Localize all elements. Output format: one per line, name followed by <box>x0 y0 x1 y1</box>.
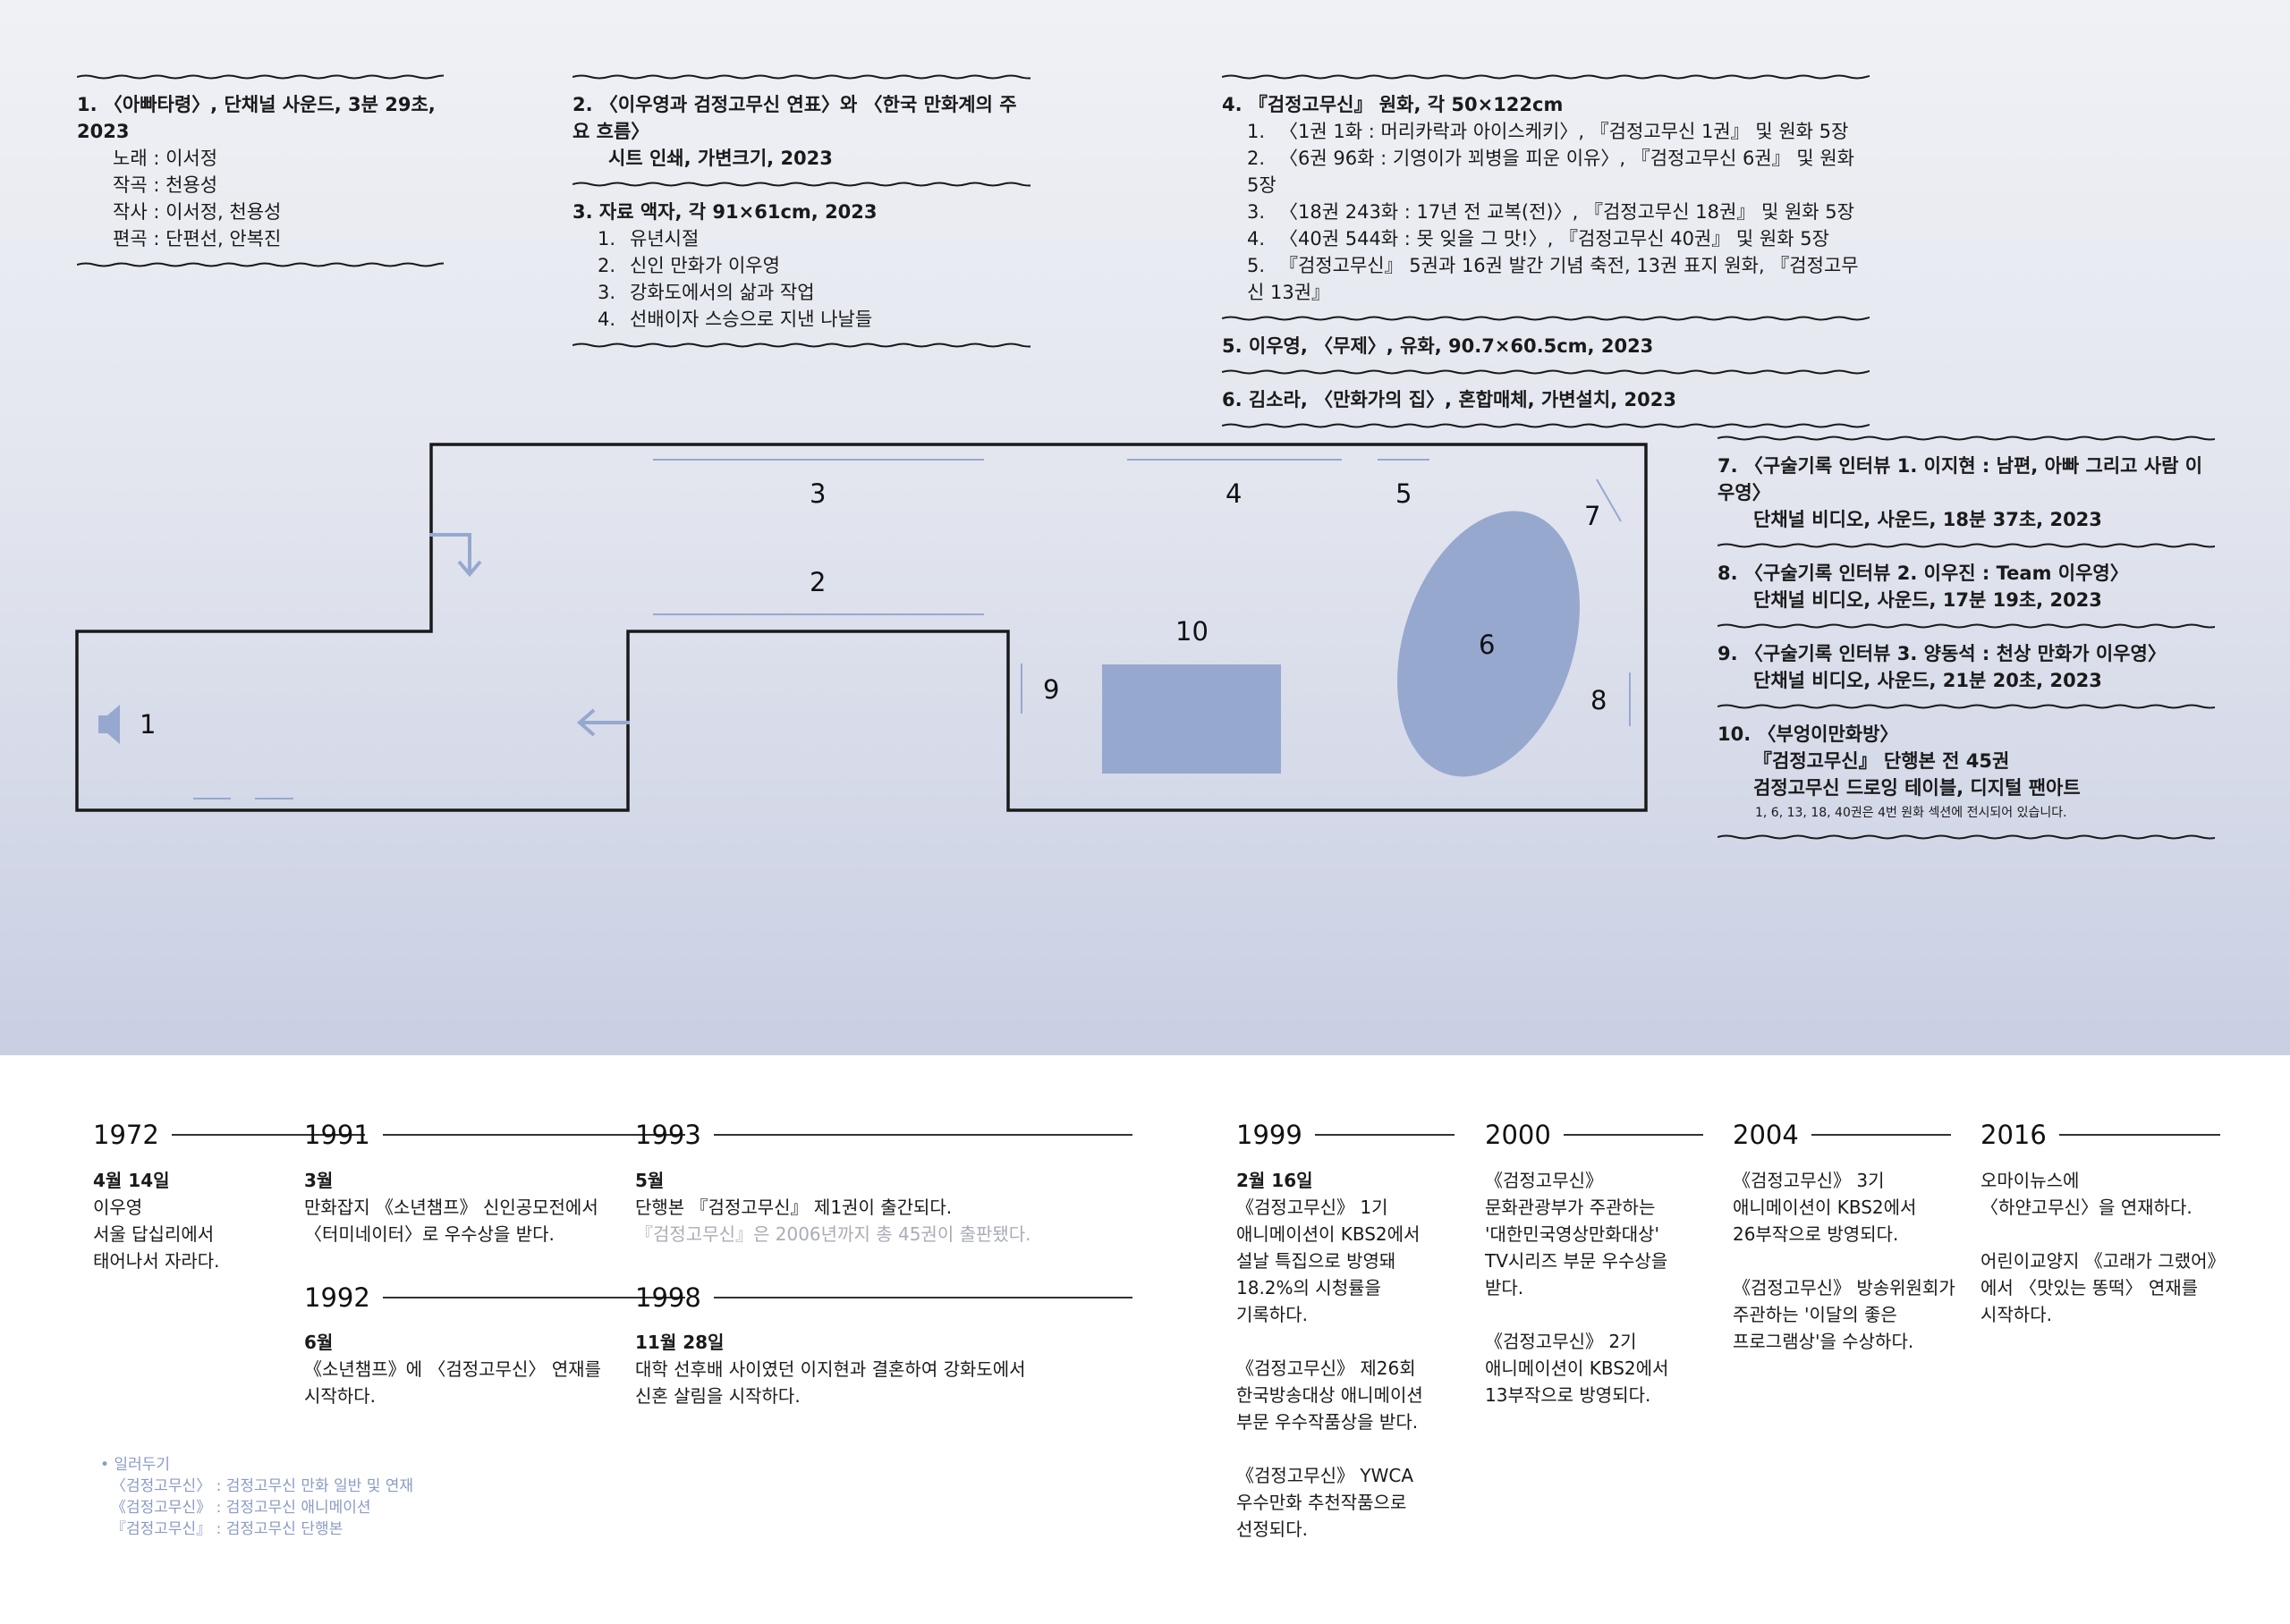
work-4-item: 2.〈6권 96화 : 기영이가 꾀병을 피운 이유〉, 『검정고무신 6권』 … <box>1247 148 1854 196</box>
timeline-year-1972: 1972 <box>93 1120 365 1150</box>
wavy-divider <box>1222 423 1870 428</box>
work-1-title: 1. 〈아빠타령〉, 단채널 사운드, 3분 29초, 2023 <box>77 94 436 142</box>
timeline-year-1999: 1999 <box>1236 1120 1455 1150</box>
floor-plan <box>75 443 1648 812</box>
gallery-walls <box>75 443 1648 812</box>
work-4-item: 1.〈1권 1화 : 머리카락과 아이스케키〉, 『검정고무신 1권』 및 원화… <box>1247 121 1849 142</box>
zone-label-5: 5 <box>1395 478 1412 509</box>
work-3-item: 3.강화도에서의 삶과 작업 <box>598 282 815 303</box>
speaker-icon <box>98 705 120 744</box>
zone-label-1: 1 <box>140 709 157 740</box>
work-5-title: 5. 이우영, 〈무제〉, 유화, 90.7×60.5cm, 2023 <box>1222 335 1654 357</box>
work-9-detail: 단채널 비디오, 사운드, 21분 20초, 2023 <box>1753 670 2102 691</box>
wavy-divider <box>1718 623 2215 629</box>
timeline-year-2004: 2004 <box>1733 1120 1951 1150</box>
work-7-detail: 단채널 비디오, 사운드, 18분 37초, 2023 <box>1753 509 2102 530</box>
wavy-divider <box>77 262 444 267</box>
table-10 <box>1102 664 1281 774</box>
timeline-year-1993: 1993 <box>635 1120 1132 1150</box>
timeline-year-1992: 1992 <box>304 1282 685 1313</box>
timeline-year-1998: 1998 <box>635 1282 1132 1313</box>
work-10-title: 10. 〈부엉이만화방〉 <box>1718 723 1899 745</box>
work-10-detail: 『검정고무신』 단행본 전 45권 <box>1753 750 2010 772</box>
timeline-year-2000: 2000 <box>1485 1120 1703 1150</box>
work-8-title: 8. 〈구술기록 인터뷰 2. 이우진 : Team 이우영〉 <box>1718 562 2129 584</box>
zone-label-6: 6 <box>1479 630 1496 660</box>
work-10-note: 1, 6, 13, 18, 40권은 4번 원화 섹션에 전시되어 있습니다. <box>1755 806 2067 820</box>
zone-label-3: 3 <box>810 478 827 509</box>
zone-label-4: 4 <box>1226 478 1243 509</box>
zone-label-10: 10 <box>1175 616 1209 647</box>
work-2-title: 2. 〈이우영과 검정고무신 연표〉와 〈한국 만화계의 주요 흐름〉 <box>572 94 1017 142</box>
timeline-entry-2004: 《검정고무신》 3기 애니메이션이 KBS2에서 26부작으로 방영되다. 《검… <box>1733 1170 1955 1352</box>
wavy-divider <box>572 74 1030 80</box>
work-4-item: 4.〈40권 544화 : 못 잊을 그 맛!〉, 『검정고무신 40권』 및 … <box>1247 228 1829 250</box>
work-list-4-6: 4. 『검정고무신』 원화, 각 50×122cm 1.〈1권 1화 : 머리카… <box>1222 73 1870 429</box>
legend-item: 〈검정고무신〉 : 검정고무신 만화 일반 및 연재 <box>111 1477 414 1495</box>
exit-arrow-icon <box>576 708 630 737</box>
wavy-divider <box>1718 704 2215 709</box>
zone-label-7: 7 <box>1584 501 1601 531</box>
wavy-divider <box>1718 834 2215 840</box>
work-1-credit: 작곡 : 천용성 <box>113 174 218 196</box>
wavy-divider <box>1222 74 1870 80</box>
work-1-credit: 작사 : 이서정, 천용성 <box>113 201 282 223</box>
timeline-entry-2016: 오마이뉴스에 〈하얀고무신〉을 연재하다. 어린이교양지 《고래가 그랬어》 에… <box>1980 1170 2226 1325</box>
zone-label-9: 9 <box>1043 674 1060 705</box>
work-list-2-3: 2. 〈이우영과 검정고무신 연표〉와 〈한국 만화계의 주요 흐름〉 시트 인… <box>572 73 1030 349</box>
zone-label-8: 8 <box>1590 685 1607 715</box>
wavy-divider <box>77 74 444 80</box>
work-4-title: 4. 『검정고무신』 원화, 각 50×122cm <box>1222 94 1564 115</box>
timeline-entry-1992: 6월 《소년챔프》에 〈검정고무신〉 연재를 시작하다. <box>304 1332 601 1407</box>
timeline-entry-1998: 11월 28일 대학 선후배 사이였던 이지현과 결혼하여 강화도에서 신혼 살… <box>635 1332 1026 1407</box>
work-list-7-10: 7. 〈구술기록 인터뷰 1. 이지현 : 남편, 아빠 그리고 사람 이우영〉… <box>1718 435 2215 841</box>
wavy-divider <box>1222 316 1870 321</box>
wavy-divider <box>1222 369 1870 375</box>
legend-item: 《검정고무신》 : 검정고무신 애니메이션 <box>111 1499 371 1517</box>
work-7-title: 7. 〈구술기록 인터뷰 1. 이지현 : 남편, 아빠 그리고 사람 이우영〉 <box>1718 455 2203 503</box>
timeline-entry-2000: 《검정고무신》 문화관광부가 주관하는 '대한민국영상만화대상' TV시리즈 부… <box>1485 1170 1669 1406</box>
work-3-item: 4.선배이자 스승으로 지낸 나날들 <box>598 309 873 330</box>
timeline-entry-1972: 4월 14일 이우영 서울 답십리에서 태어나서 자라다. <box>93 1170 220 1272</box>
work-2-detail: 시트 인쇄, 가변크기, 2023 <box>608 148 833 169</box>
wavy-divider <box>1718 543 2215 548</box>
zone-label-2: 2 <box>810 567 827 597</box>
work-8-detail: 단채널 비디오, 사운드, 17분 19초, 2023 <box>1753 589 2102 611</box>
timeline-year-1991: 1991 <box>304 1120 685 1150</box>
timeline-entry-1999: 2월 16일 《검정고무신》 1기 애니메이션이 KBS2에서 설날 특집으로 … <box>1236 1170 1423 1540</box>
work-3-item: 2.신인 만화가 이우영 <box>598 255 780 276</box>
wavy-divider <box>572 343 1030 348</box>
work-4-item: 3.〈18권 243화 : 17년 전 교복(전)〉, 『검정고무신 18권』 … <box>1247 201 1854 223</box>
work-9-title: 9. 〈구술기록 인터뷰 3. 양동석 : 천상 만화가 이우영〉 <box>1718 643 2167 664</box>
work-3-item: 1.유년시절 <box>598 228 700 250</box>
work-10-detail: 검정고무신 드로잉 테이블, 디지털 팬아트 <box>1753 777 2081 799</box>
legend-title: • 일러두기 <box>100 1456 170 1474</box>
installation-6 <box>1397 511 1580 777</box>
wall-work-7 <box>1596 478 1622 522</box>
work-6-title: 6. 김소라, 〈만화가의 집〉, 혼합매체, 가변설치, 2023 <box>1222 389 1676 410</box>
work-1-credit: 노래 : 이서정 <box>113 148 218 169</box>
wavy-divider <box>1718 436 2215 441</box>
work-1-credit: 편곡 : 단편선, 안복진 <box>113 228 282 250</box>
legend-item: 『검정고무신』 : 검정고무신 단행본 <box>111 1520 344 1538</box>
work-4-item: 5.『검정고무신』 5권과 16권 발간 기념 축전, 13권 표지 원화, 『… <box>1247 255 1859 303</box>
timeline-entry-1991: 3월 만화잡지 《소년챔프》 신인공모전에서 〈터미네이터〉로 우수상을 받다. <box>304 1170 598 1245</box>
legend-notes: • 일러두기 〈검정고무신〉 : 검정고무신 만화 일반 및 연재 《검정고무신… <box>100 1454 413 1540</box>
entrance-arrow-icon <box>429 533 482 578</box>
timeline-entry-1993: 5월 단행본 『검정고무신』 제1권이 출간되다. 『검정고무신』은 2006년… <box>635 1170 1031 1245</box>
wavy-divider <box>572 182 1030 187</box>
work-list-1: 1. 〈아빠타령〉, 단채널 사운드, 3분 29초, 2023 노래 : 이서… <box>77 73 444 268</box>
exhibition-map-panel: 1 2 3 4 5 6 7 8 9 10 1. 〈아빠타령〉, 단채널 사운드,… <box>0 0 2290 1055</box>
timeline-year-2016: 2016 <box>1980 1120 2220 1150</box>
work-3-title: 3. 자료 액자, 각 91×61cm, 2023 <box>572 201 878 223</box>
